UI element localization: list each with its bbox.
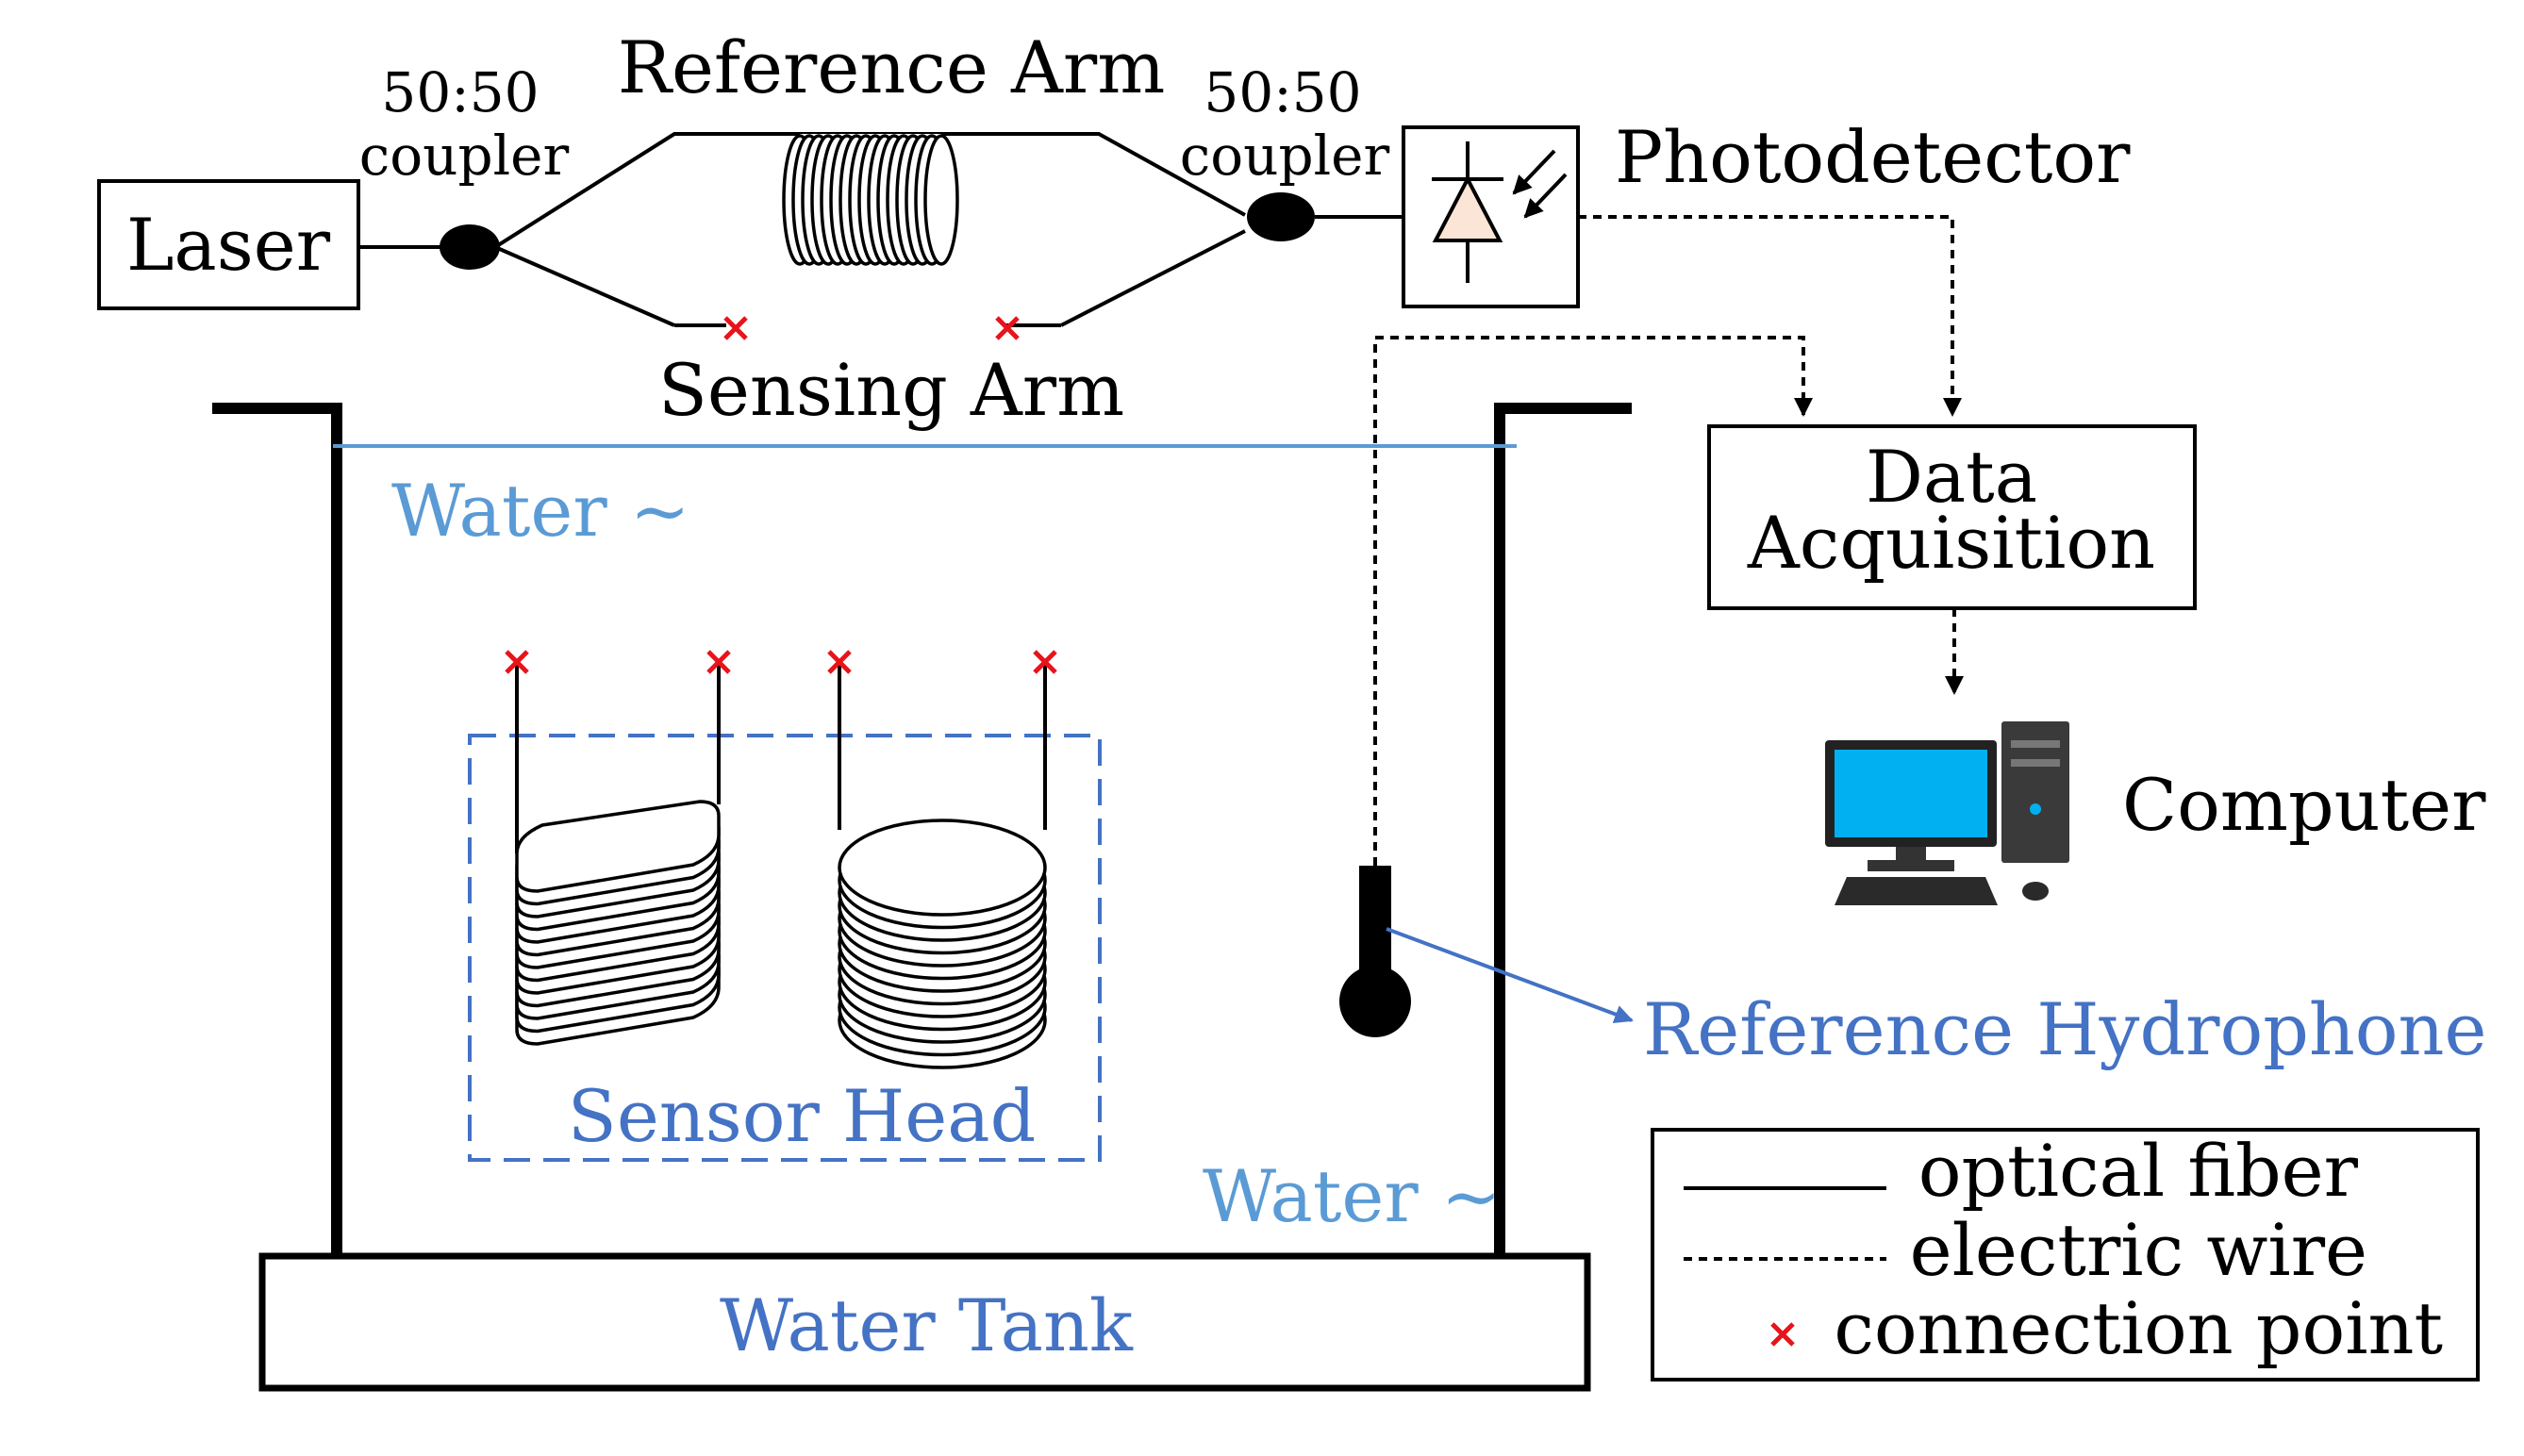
laser-box: Laser: [97, 179, 360, 310]
water-tank-label: Water Tank: [720, 1283, 1134, 1367]
laser-label: Laser: [126, 203, 331, 287]
left-coupler-label: coupler: [359, 124, 570, 188]
photodetector-daq-wire: [1578, 215, 1962, 417]
sensing-arm-fiber-left: [494, 245, 675, 327]
hydrophone-daq-wire: [1373, 336, 1813, 866]
reference-hydrophone-label: Reference Hydrophone: [1643, 987, 2486, 1071]
right-coupler-label: coupler: [1180, 124, 1390, 188]
legend-electric-wire-label: electric wire: [1910, 1208, 2367, 1292]
water-label-bottom: Water ~: [1203, 1154, 1502, 1238]
hydrophone-pointer-arrow: [1386, 927, 1634, 1024]
data-acquisition-box: Data Acquisition: [1707, 424, 2197, 610]
hydrophone-icon: [1339, 866, 1411, 1037]
tank-left-wall: [212, 403, 342, 1254]
connection-point-icon: [995, 316, 1020, 340]
right-coupler-icon: [1247, 192, 1315, 241]
connection-point-icon: [706, 650, 731, 674]
connection-point-icon: [723, 316, 748, 340]
data-acquisition-label-line2: Acquisition: [1747, 501, 2155, 585]
data-acquisition-label-line1: Data: [1866, 435, 2037, 519]
connection-point-icon: [827, 650, 852, 674]
sensor-head-label: Sensor Head: [568, 1074, 1036, 1158]
water-label-top: Water ~: [391, 469, 690, 553]
sensing-arm-fiber-right: [1060, 229, 1246, 327]
legend-optical-fiber-label: optical fiber: [1918, 1129, 2359, 1213]
left-coupler-ratio: 50:50: [381, 60, 539, 124]
round-fiber-coil-icon: [838, 819, 1047, 1069]
sensor-head-box: [468, 734, 1102, 1162]
fiber-coil-icon: [782, 134, 959, 266]
connection-point-icon: [505, 650, 529, 674]
right-coupler-ratio: 50:50: [1204, 60, 1361, 124]
desktop-computer-icon: [1825, 721, 2069, 905]
legend-connection-point-swatch: [1770, 1322, 1795, 1347]
photodetector-label: Photodetector: [1615, 115, 2131, 199]
tank-right-wall: [1494, 403, 1632, 1254]
photodetector-box: [1402, 125, 1580, 308]
connection-point-icon: [1033, 650, 1057, 674]
photodiode-icon: [1432, 141, 1568, 283]
water-tank-base: Water Tank: [258, 1252, 1591, 1392]
sensing-arm-label: Sensing Arm: [658, 348, 1124, 432]
legend-connection-point-label: connection point: [1834, 1286, 2443, 1370]
reference-arm-label: Reference Arm: [618, 25, 1166, 109]
square-fiber-coil-icon: [515, 800, 721, 1046]
legend: optical fiber electric wire connection p…: [1651, 1128, 2480, 1382]
left-coupler-icon: [440, 224, 500, 270]
computer-label: Computer: [2122, 763, 2486, 847]
